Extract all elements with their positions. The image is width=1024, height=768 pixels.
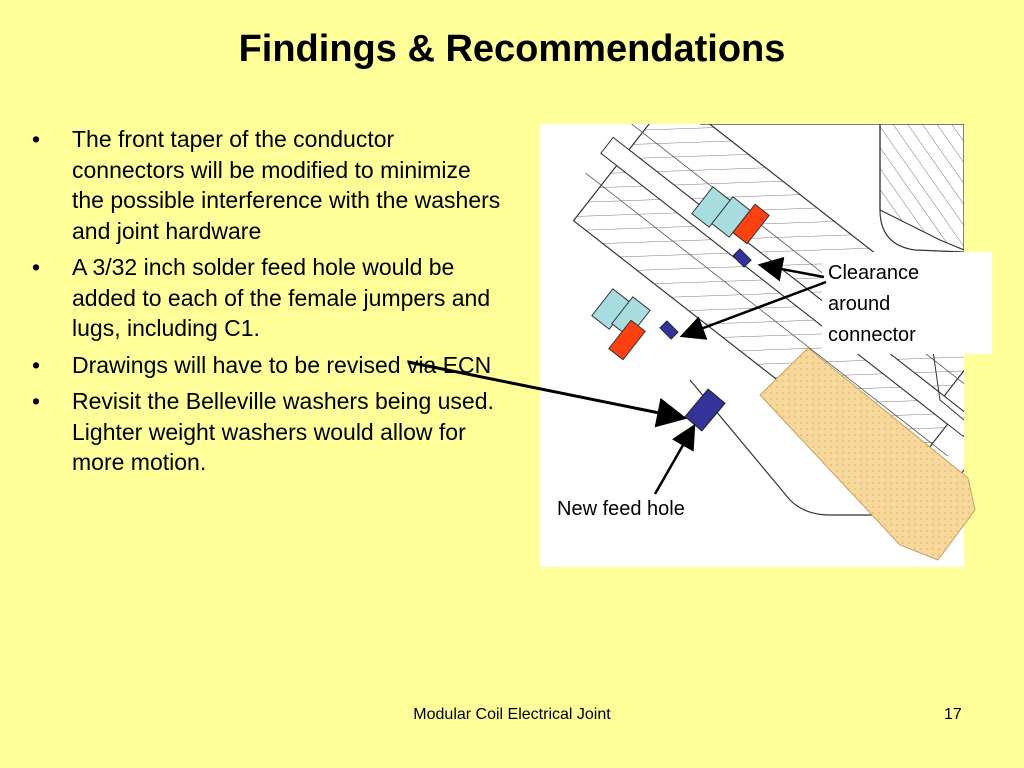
feed-hole-marker [684, 388, 726, 432]
bullet-list: The front taper of the conductor connect… [28, 124, 508, 484]
arrow-feed-label [653, 423, 696, 495]
page-number: 17 [944, 706, 962, 723]
arrow-bullet-to-feed [407, 360, 687, 428]
feed-hole-callout: New feed hole [557, 498, 685, 520]
hatched-block-upper [700, 124, 964, 251]
clearance-callout: Clearance around connector [828, 258, 988, 351]
bullet-item: A 3/32 inch solder feed hole would be ad… [28, 252, 508, 344]
clearance-marker-lower [659, 320, 679, 340]
arrow-clearance-upper [757, 256, 825, 282]
slide-title: Findings & Recommendations [238, 28, 786, 70]
insulation-block [759, 347, 976, 561]
arrow-clearance-lower [679, 280, 827, 340]
footer-title: Modular Coil Electrical Joint [413, 706, 611, 723]
clearance-marker-upper [732, 248, 752, 268]
callout-box [822, 252, 992, 354]
plate-outline [879, 124, 964, 253]
clearance-callout-line: Clearance [828, 262, 920, 284]
housing-outline [689, 379, 964, 516]
bullet-item: Revisit the Belleville washers being use… [28, 386, 508, 478]
clearance-callout-line: around [828, 293, 891, 315]
washer-stack-upper [691, 186, 770, 245]
washer-stack-lower [591, 288, 651, 361]
clearance-callout-line: connector [828, 324, 916, 346]
bullet-item: The front taper of the conductor connect… [28, 124, 508, 246]
